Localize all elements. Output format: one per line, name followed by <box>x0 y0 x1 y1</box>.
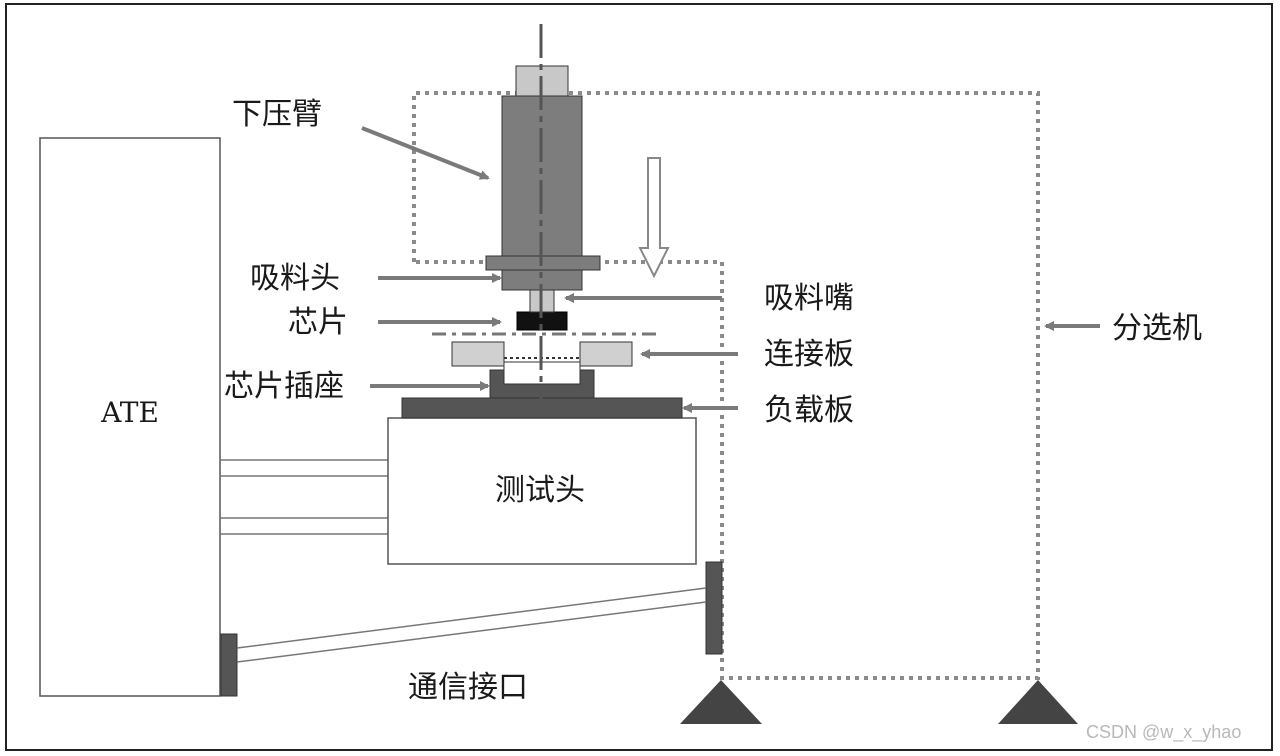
press-arm-body <box>501 95 583 257</box>
ate-label: ATE <box>100 396 159 429</box>
comm-interface-label: 通信接口 <box>408 670 528 705</box>
left-support <box>680 680 762 724</box>
connection-board-left <box>451 341 505 367</box>
right-support <box>998 680 1078 724</box>
arrow-press-arm <box>361 126 490 180</box>
pickup-head-label: 吸料头 <box>250 261 340 296</box>
test-head-label: 测试头 <box>495 473 585 508</box>
outer-frame <box>5 3 1273 751</box>
handler-outline <box>412 91 1040 680</box>
chip-label: 芯片 <box>288 305 348 340</box>
nozzle-label: 吸料嘴 <box>764 281 854 316</box>
ate-box <box>39 137 221 697</box>
press-arm-label: 下压臂 <box>232 97 322 132</box>
connection-board-right <box>579 341 633 367</box>
load-board-label: 负载板 <box>764 393 854 428</box>
ate-comm-connector <box>220 633 238 697</box>
handler-comm-connector <box>705 561 723 655</box>
chip-socket-label: 芯片插座 <box>224 369 344 404</box>
press-arm-flange <box>485 255 601 271</box>
connection-board-label: 连接板 <box>764 337 854 372</box>
ate-cables <box>220 459 388 535</box>
comm-cable <box>236 587 707 663</box>
handler-label: 分选机 <box>1112 311 1202 346</box>
press-down-arrow-icon <box>638 157 670 279</box>
watermark: CSDN @w_x_yhao <box>1086 722 1241 743</box>
pointer-arrows <box>361 126 1100 413</box>
test-head-box <box>387 417 697 565</box>
